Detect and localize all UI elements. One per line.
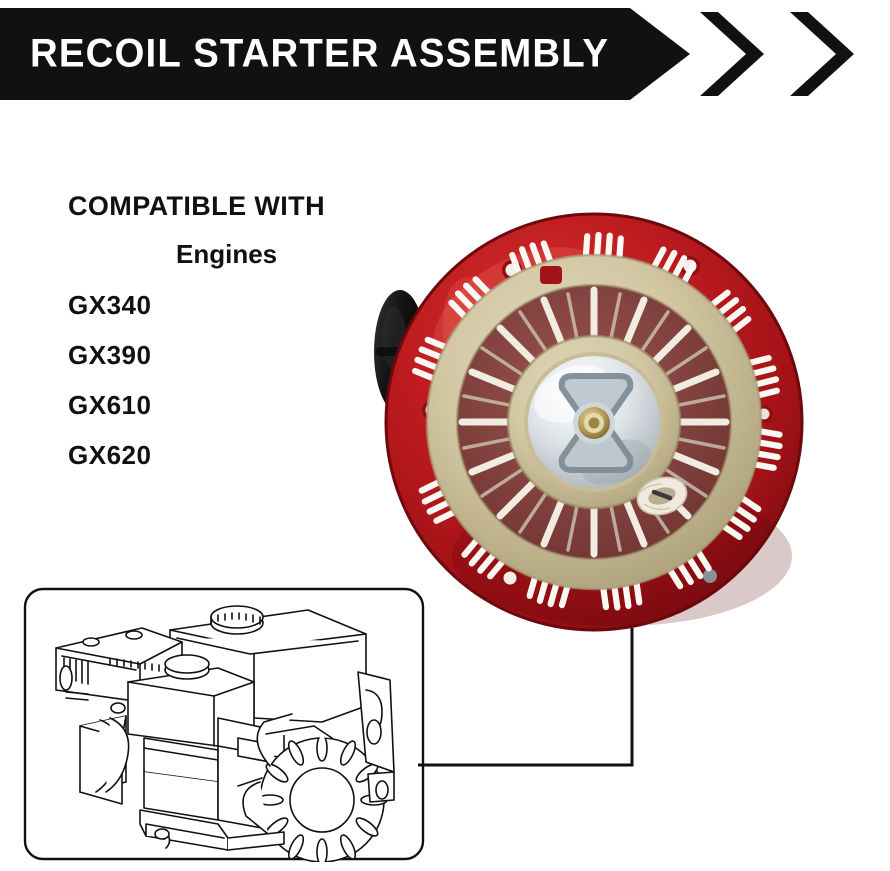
center-bolt <box>573 402 615 444</box>
chevron-right-icon <box>790 8 862 100</box>
compatibility-heading: COMPATIBLE WITH <box>68 191 325 221</box>
recoil-starter-assembly-photo <box>372 204 832 644</box>
list-item: GX610 <box>68 390 152 421</box>
list-item: GX620 <box>68 440 152 471</box>
inner-ring <box>425 253 763 591</box>
banner-background <box>0 8 690 100</box>
compatible-model-list: GX340 GX390 GX610 GX620 <box>68 290 398 471</box>
list-item: GX390 <box>68 340 152 371</box>
list-item: GX340 <box>68 290 152 321</box>
mounting-hole <box>500 568 520 588</box>
compatibility-subheading: Engines <box>176 238 278 269</box>
chevron-right-icon <box>700 8 772 100</box>
mounting-hole <box>699 565 721 587</box>
page-title: RECOIL STARTER ASSEMBLY <box>30 31 610 76</box>
engine-diagram-box <box>22 586 426 862</box>
header-banner: RECOIL STARTER ASSEMBLY <box>0 8 890 100</box>
compatibility-block: COMPATIBLE WITH Engines GX340 GX390 GX61… <box>68 191 398 490</box>
starter-rope-coil <box>636 476 688 516</box>
callout-connector-line <box>418 628 642 773</box>
engine-illustration <box>55 605 395 862</box>
